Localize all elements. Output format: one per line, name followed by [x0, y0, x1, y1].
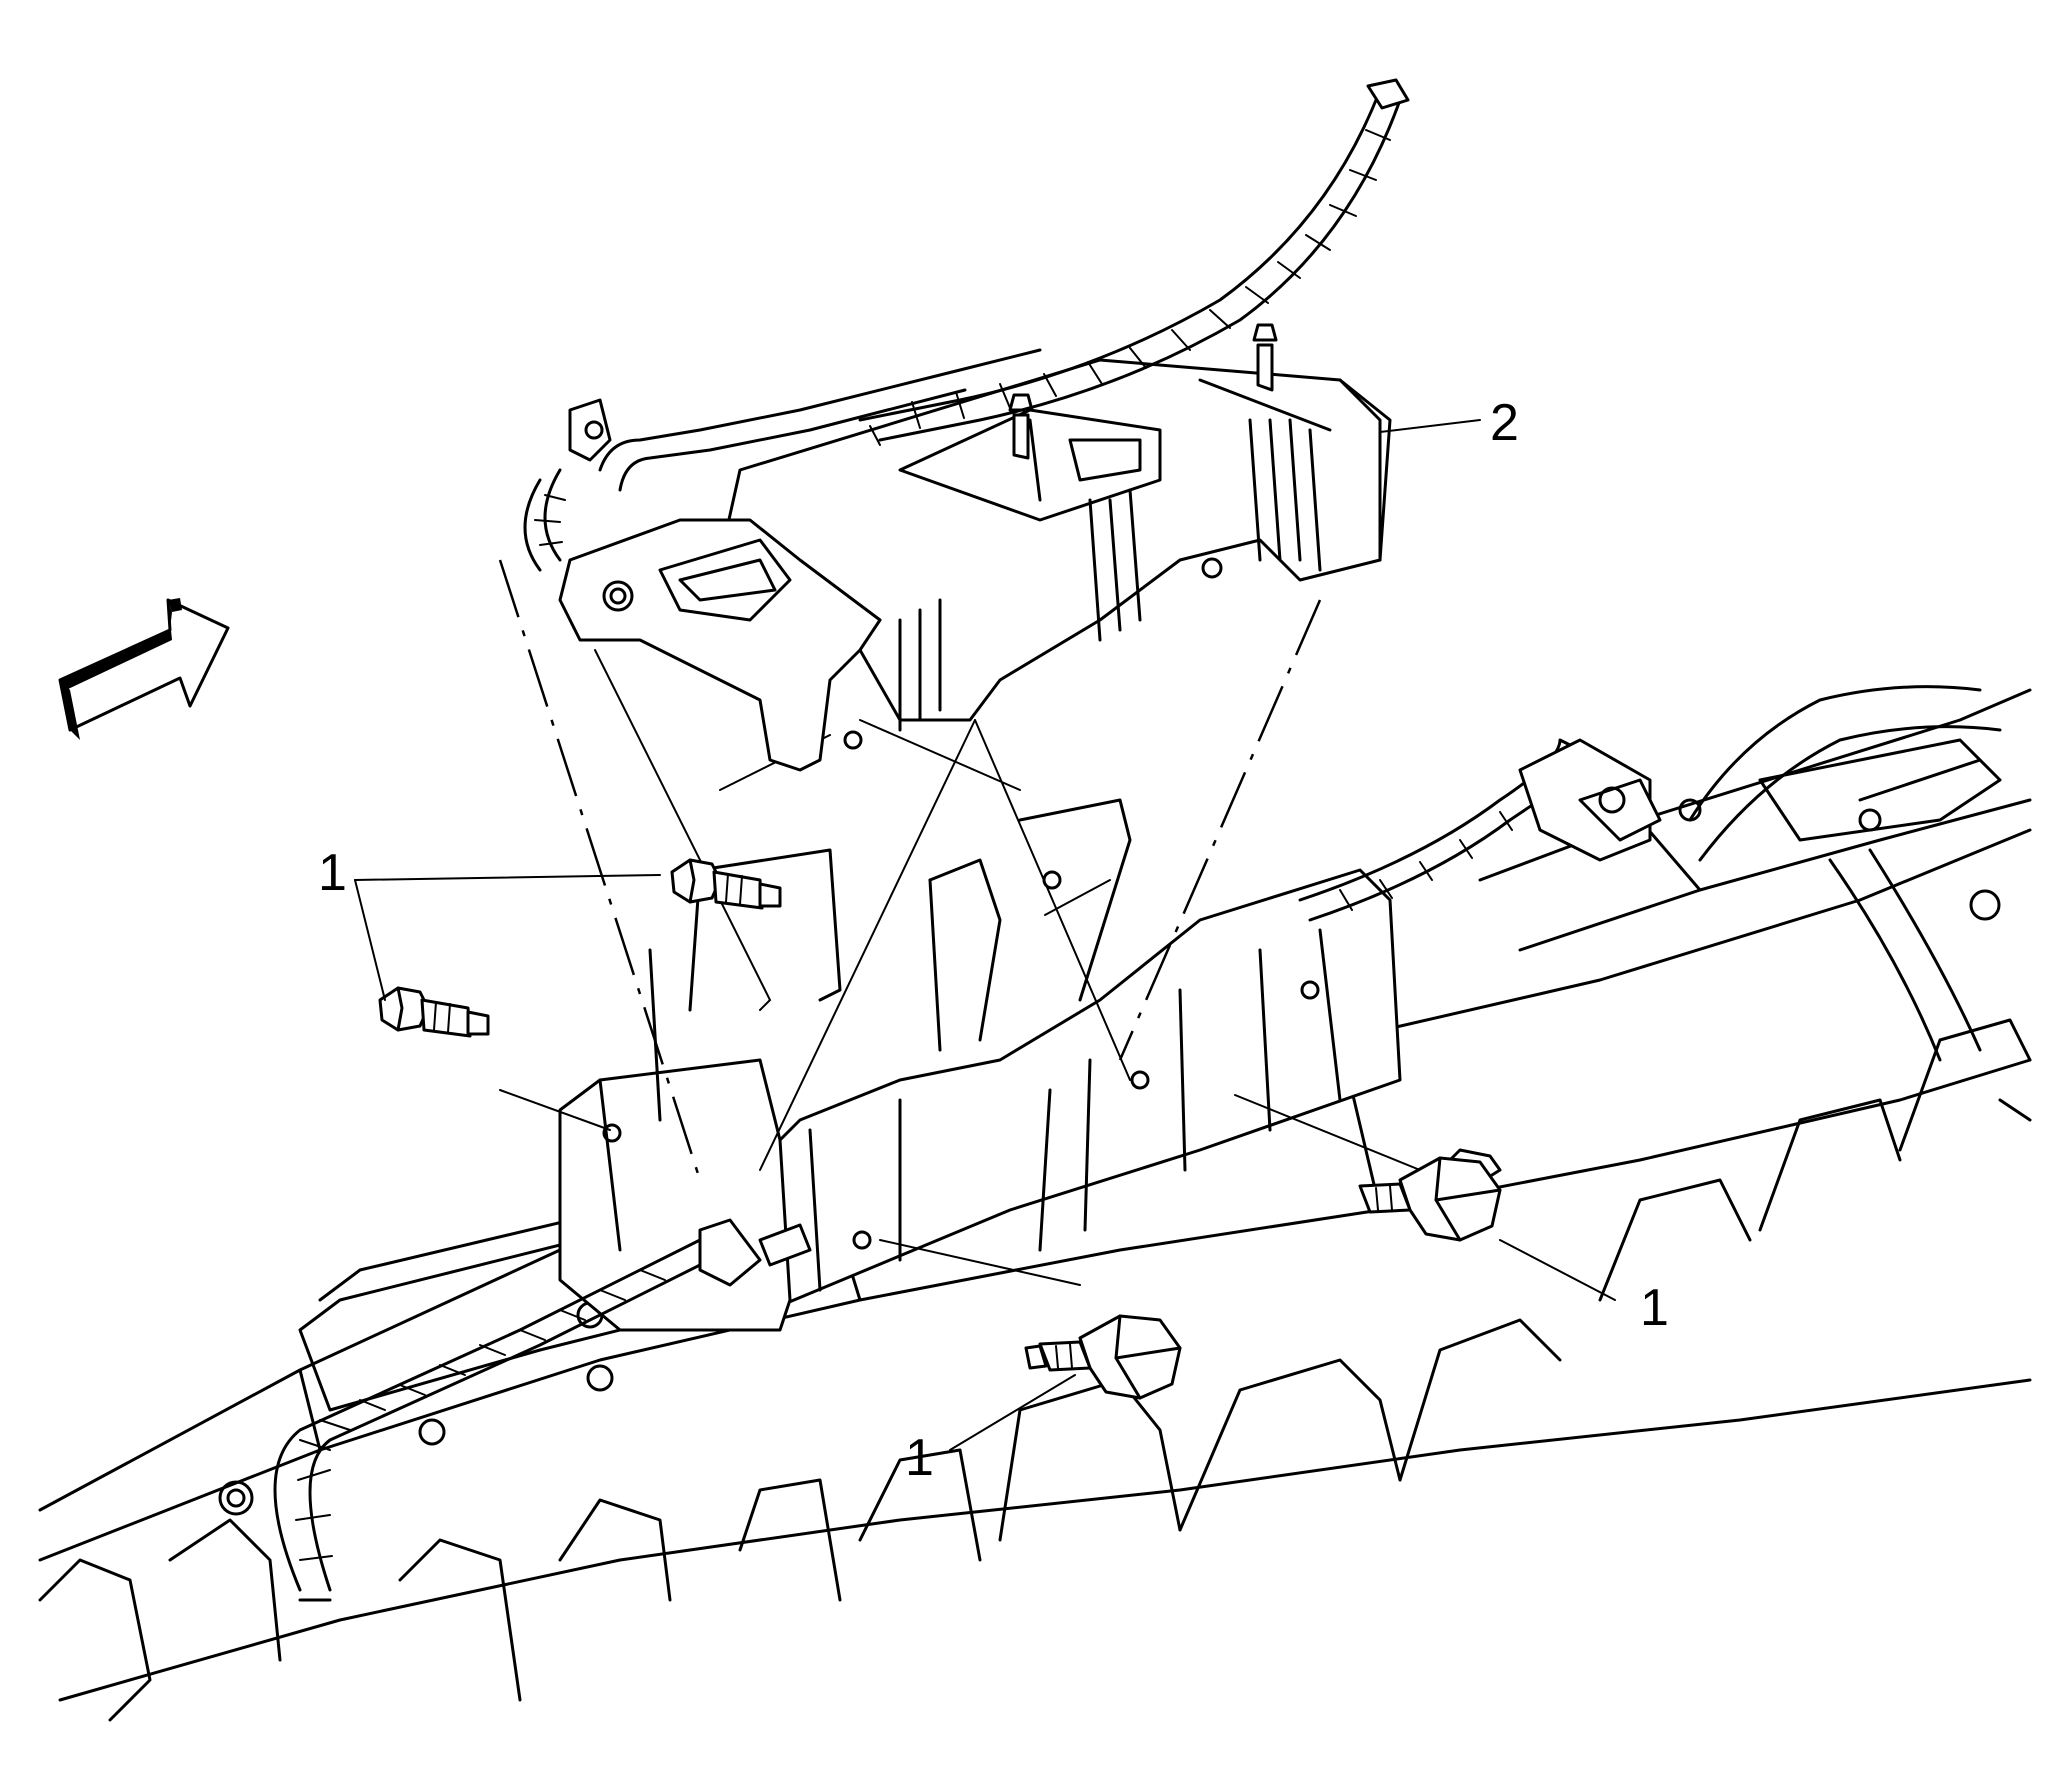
callout-2: 2 [1490, 394, 1519, 452]
callout-leaders [354, 419, 1616, 1451]
callout-1-upper-left: 1 [318, 844, 347, 902]
upper-wiring-harness [858, 78, 1410, 446]
bolt-lower-left [378, 986, 490, 1038]
lower-wiring-harness [273, 738, 1662, 1602]
forward-direction-arrow-icon [58, 598, 230, 740]
component-2-module [523, 323, 1392, 772]
callout-1-right: 1 [1640, 1279, 1669, 1337]
callout-1-lower: 1 [905, 1429, 934, 1487]
bolt-upper-left [670, 858, 782, 910]
bolt-lower-center [1024, 1314, 1182, 1400]
bolt-right [1358, 1148, 1502, 1242]
